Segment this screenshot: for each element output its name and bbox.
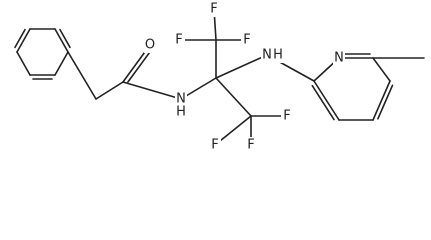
atom-text: F (247, 138, 254, 153)
amide-hydrogen-label: H (176, 104, 186, 120)
atom-text: F (210, 2, 217, 17)
label-background (245, 137, 257, 153)
fluorine-label: F (245, 137, 257, 153)
bond-line (122, 81, 182, 100)
bond-line (59, 28, 71, 49)
amine-hydrogen-label: H (273, 47, 283, 63)
atom-text: N (176, 92, 186, 107)
amide-nitrogen-label: N (175, 91, 187, 107)
atom-text: H (176, 105, 186, 120)
label-background (144, 37, 156, 53)
label-background (273, 47, 283, 63)
atom-text: N (262, 48, 272, 63)
bond-line (54, 51, 69, 76)
amine-nitrogen-label: N (261, 47, 273, 63)
fluorine-label: F (173, 32, 185, 48)
atom-text: H (273, 48, 283, 63)
bond-line (311, 84, 335, 121)
bonds (14, 8, 425, 146)
bond-line (377, 84, 394, 120)
label-background (209, 137, 221, 153)
atom-text: F (175, 33, 182, 48)
atom-text: F (283, 109, 290, 124)
bond-line (14, 28, 26, 49)
bond-line (372, 80, 391, 121)
label-background (281, 108, 293, 124)
label-background (208, 1, 220, 17)
atom-text: F (243, 33, 250, 48)
fluorine-label: F (241, 32, 253, 48)
atom-text: N (334, 51, 344, 66)
label-background (173, 32, 185, 48)
label-background (175, 91, 187, 107)
bond-line (16, 28, 31, 53)
bond-line (215, 77, 252, 117)
label-background (333, 50, 345, 66)
bond-line (67, 51, 97, 100)
bond-line (54, 28, 69, 53)
fluorine-label: F (208, 1, 220, 17)
label-background (261, 47, 273, 63)
bond-line (95, 81, 124, 100)
bond-line (127, 48, 153, 83)
bond-line (16, 51, 31, 76)
fluorine-label: F (209, 137, 221, 153)
bond-line (215, 54, 268, 79)
fluorine-label: F (281, 108, 293, 124)
atom-text: O (145, 38, 155, 53)
pyridine-nitrogen-label: N (333, 50, 345, 66)
bond-line (372, 57, 391, 82)
atom-text: F (211, 138, 218, 153)
label-background (241, 32, 253, 48)
bond-line (313, 80, 340, 121)
carbonyl-oxygen-label: O (144, 37, 156, 53)
label-background (176, 104, 186, 120)
